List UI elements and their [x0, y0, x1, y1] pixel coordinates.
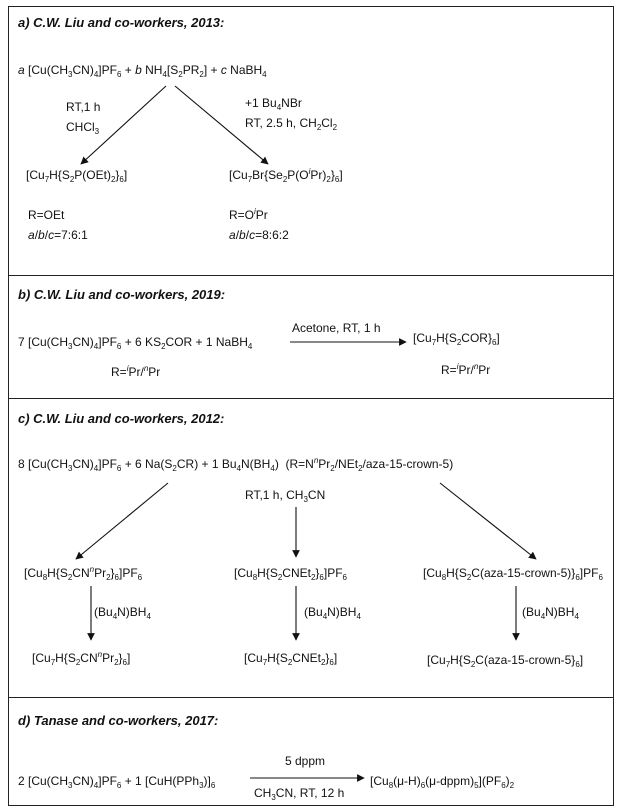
- section-a-ratio-2: a/b/c=8:6:2: [229, 228, 289, 242]
- section-c-reactants: 8 [Cu(CH3CN)4]PF6 + 6 Na(S2CR) + 1 Bu4N(…: [18, 456, 454, 473]
- section-c-header: c) C.W. Liu and co-workers, 2012:: [18, 411, 225, 426]
- section-a-right-condition-2: RT, 2.5 h, CH2Cl2: [245, 116, 338, 132]
- section-d-product: [Cu8(μ-H)6(μ-dppm)5](PF6)2: [370, 774, 515, 790]
- divider-b-c: [8, 398, 614, 399]
- section-b-reactants: 7 [Cu(CH3CN)4]PF6 + 6 KS2COR + 1 NaBH4: [18, 335, 253, 351]
- section-c-intermediate-3: [Cu8H{S2C(aza-15-crown-5)}6]PF6: [423, 566, 603, 580]
- section-c-intermediate-2: [Cu8H{S2CNEt2}6]PF6: [234, 566, 347, 582]
- section-b-r-right: R=iPr/nPr: [441, 362, 491, 378]
- section-a-left-condition-2: CHCl3: [66, 120, 100, 136]
- section-a-ratio-1: a/b/c=7:6:1: [28, 228, 88, 242]
- section-c-final-1: [Cu7H{S2CNnPr2}6]: [32, 650, 131, 667]
- divider-c-d: [8, 697, 614, 698]
- section-d-reactants: 2 [Cu(CH3CN)4]PF6 + 1 [CuH(PPh3)]6: [18, 774, 216, 790]
- section-d-condition-top: 5 dppm: [285, 754, 326, 768]
- section-c-reagent-2: (Bu4N)BH4: [304, 605, 361, 621]
- section-c-reagent-3: (Bu4N)BH4: [522, 605, 579, 621]
- section-c-final-2: [Cu7H{S2CNEt2}6]: [244, 651, 338, 667]
- section-a-left-condition-1: RT,1 h: [66, 100, 101, 114]
- section-a-reactants: a [Cu(CH3CN)4]PF6 + b NH4[S2PR2] + c NaB…: [18, 63, 267, 79]
- section-a-right-condition-1: +1 Bu4NBr: [245, 96, 302, 112]
- section-c-condition: RT,1 h, CH3CN: [245, 488, 326, 504]
- section-a-r-2: R=OiPr: [229, 207, 268, 223]
- section-c-final-3: [Cu7H{S2C(aza-15-crown-5}6]: [427, 653, 584, 669]
- section-a-r-1: R=OEt: [28, 208, 65, 222]
- section-b-header: b) C.W. Liu and co-workers, 2019:: [18, 287, 226, 302]
- divider-a-b: [8, 275, 614, 276]
- section-c-reagent-1: (Bu4N)BH4: [94, 605, 151, 621]
- section-b-condition: Acetone, RT, 1 h: [292, 321, 381, 335]
- section-c-intermediate-1: [Cu8H{S2CNnPr2}6]PF6: [24, 565, 143, 582]
- section-d-condition-bottom: CH3CN, RT, 12 h: [254, 786, 345, 802]
- section-b-product: [Cu7H{S2COR}6]: [413, 331, 500, 347]
- section-a-product-2: [Cu7Br{Se2P(OiPr)2}6]: [229, 167, 343, 184]
- section-a-header: a) C.W. Liu and co-workers, 2013:: [18, 15, 225, 30]
- section-d-header: d) Tanase and co-workers, 2017:: [18, 713, 219, 728]
- section-b-r-left: R=iPr/nPr: [111, 364, 161, 380]
- section-a-product-1: [Cu7H{S2P(OEt)2}6]: [26, 168, 128, 184]
